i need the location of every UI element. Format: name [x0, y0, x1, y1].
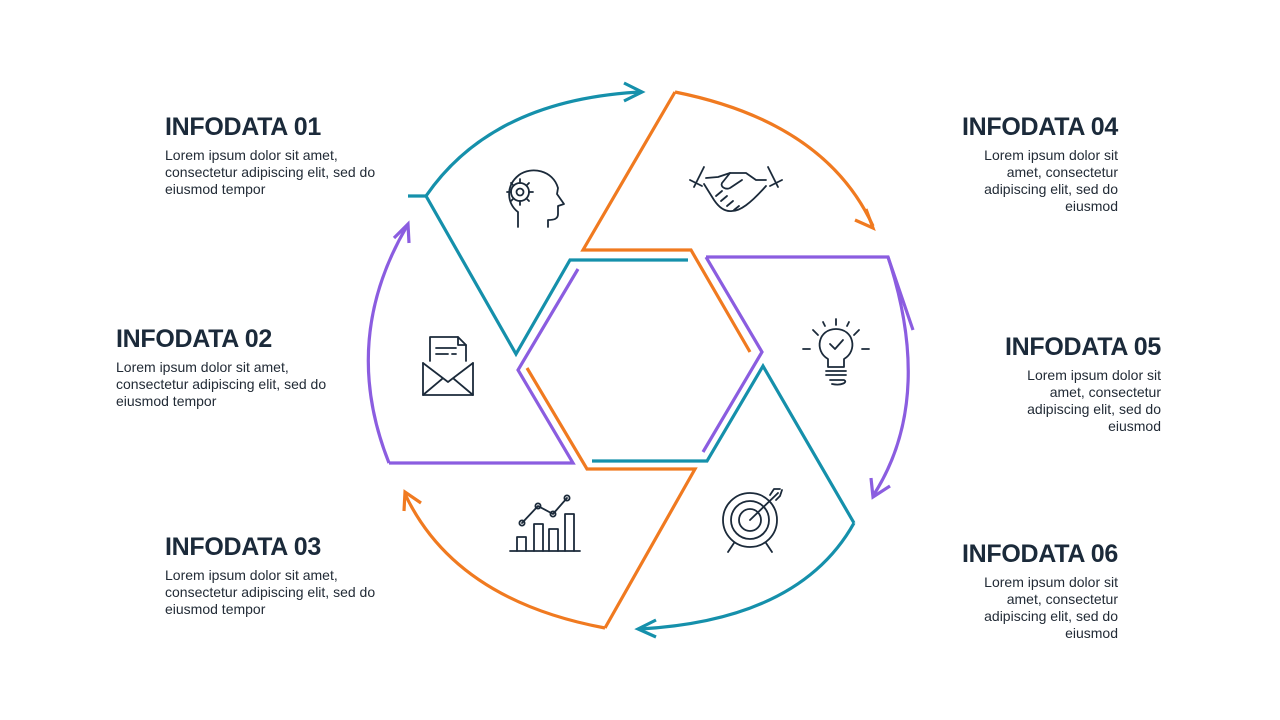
infodata-06-text: Lorem ipsum dolor sit amet, consectetur …	[984, 574, 1118, 641]
infodata-05-block: INFODATA 05 Lorem ipsum dolor sit amet, …	[961, 333, 1161, 435]
infodata-02-block: INFODATA 02 Lorem ipsum dolor sit amet, …	[116, 325, 346, 410]
segment-05	[701, 255, 915, 500]
infodata-02-text: Lorem ipsum dolor sit amet, consectetur …	[116, 359, 327, 409]
infodata-04-block: INFODATA 04 Lorem ipsum dolor sit amet, …	[918, 113, 1118, 215]
infodata-06-block: INFODATA 06 Lorem ipsum dolor sit amet, …	[918, 540, 1118, 642]
envelope-document-icon	[422, 336, 474, 396]
infodata-03-title: INFODATA 03	[165, 533, 321, 561]
infodata-05-title: INFODATA 05	[1005, 333, 1161, 361]
infodata-02-title: INFODATA 02	[116, 325, 272, 353]
infodata-01-title: INFODATA 01	[165, 113, 321, 141]
infodata-03-block: INFODATA 03 Lorem ipsum dolor sit amet, …	[165, 533, 395, 618]
infodata-05-text: Lorem ipsum dolor sit amet, consectetur …	[1027, 367, 1161, 434]
infodata-01-block: INFODATA 01 Lorem ipsum dolor sit amet, …	[165, 113, 395, 198]
handshake-icon	[689, 166, 783, 212]
segment-04	[580, 90, 876, 353]
segment-03	[402, 367, 698, 630]
target-icon	[722, 488, 783, 553]
lightbulb-icon	[802, 318, 870, 386]
infodata-04-title: INFODATA 04	[962, 113, 1118, 141]
infodata-03-text: Lorem ipsum dolor sit amet, consectetur …	[165, 567, 376, 617]
segment-06	[592, 362, 856, 639]
segment-02	[366, 220, 580, 465]
gear-head-icon	[506, 169, 565, 228]
infodata-01-text: Lorem ipsum dolor sit amet, consectetur …	[165, 147, 376, 197]
infodata-04-text: Lorem ipsum dolor sit amet, consectetur …	[984, 147, 1118, 214]
segment-01	[408, 81, 688, 358]
bar-chart-icon	[509, 494, 581, 552]
infodata-06-title: INFODATA 06	[962, 540, 1118, 568]
